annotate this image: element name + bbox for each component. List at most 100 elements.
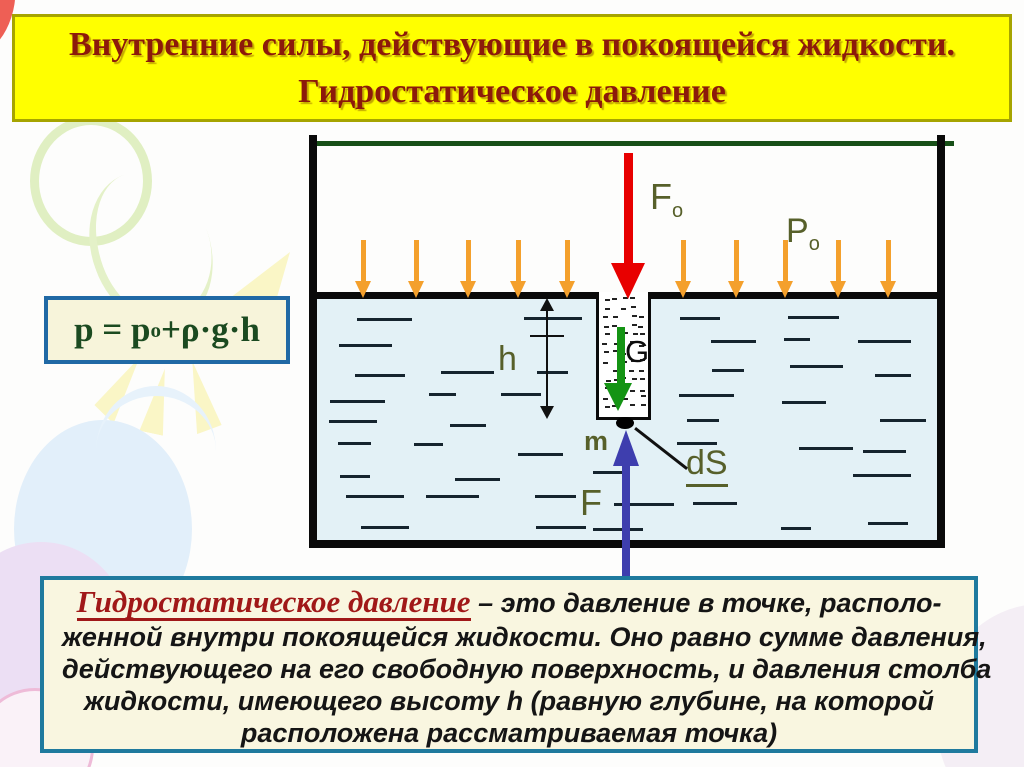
area-ds-label: dS: [686, 444, 728, 487]
liquid-dash: [614, 503, 674, 507]
liquid-dash: [680, 316, 720, 320]
pressure-arrow: [565, 240, 570, 282]
tank-top-edge: [310, 141, 954, 146]
stipple-dash: [639, 389, 645, 392]
pressure-arrow: [836, 240, 841, 282]
stipple-dash: [639, 378, 645, 381]
pressure-arrowhead-icon: [510, 281, 526, 298]
liquid-dash: [853, 473, 911, 477]
stipple-dash: [613, 369, 619, 372]
liquid-dash: [686, 419, 719, 422]
liquid-dash: [440, 371, 494, 375]
stipple-dash: [629, 369, 635, 372]
liquid-dash: [360, 526, 410, 530]
pressure-p0-label: Po: [786, 212, 820, 255]
pressure-arrow: [886, 240, 891, 282]
liquid-dash: [782, 400, 826, 404]
stipple-dash: [641, 404, 646, 407]
stipple-dash: [622, 332, 628, 335]
stipple-dash: [605, 379, 611, 382]
stipple-dash: [613, 350, 619, 353]
weight-g-arrowhead-icon: [604, 383, 632, 411]
pressure-arrow: [414, 240, 419, 282]
stipple-dash: [611, 324, 617, 327]
stipple-dash: [603, 316, 609, 319]
stipple-dash: [629, 404, 635, 407]
liquid-dash: [789, 365, 843, 369]
liquid-dash: [593, 528, 643, 532]
definition-line-5: расположена рассматриваемая точка): [240, 718, 778, 748]
pressure-arrowhead-icon: [355, 281, 371, 298]
liquid-dash: [875, 374, 911, 378]
liquid-dash: [534, 495, 576, 499]
stipple-dash: [604, 308, 610, 311]
liquid-dash: [787, 316, 840, 320]
liquid-dash: [863, 450, 907, 454]
title-banner: Внутренние силы, действующие в покоящейс…: [12, 14, 1012, 122]
liquid-dash: [677, 441, 717, 445]
definition-line-3: действующего на его свободную поверхност…: [62, 654, 992, 684]
definition-line-2: женной внутри покоящейся жидкости. Оно р…: [62, 622, 987, 652]
stipple-dash: [632, 314, 638, 317]
pressure-arrow: [681, 240, 686, 282]
formula-lhs: p = p: [74, 310, 151, 349]
liquid-dash: [799, 447, 854, 451]
depth-label: h: [498, 340, 517, 378]
force-f-arrowhead-icon: [613, 430, 639, 466]
title-line-2: Гидростатическое давление: [298, 73, 726, 110]
stipple-dash: [631, 306, 637, 309]
liquid-dash: [426, 495, 480, 499]
definition-line-4: жидкости, имеющего высоту h (равную глуб…: [84, 686, 934, 716]
liquid-dash: [337, 442, 372, 446]
pressure-arrowhead-icon: [559, 281, 575, 298]
stipple-dash: [631, 324, 637, 327]
stipple-dash: [629, 389, 635, 392]
liquid-dash: [711, 368, 744, 372]
definition-line-1-text: – это давление в точке, располо-: [478, 588, 942, 618]
pressure-arrow: [361, 240, 366, 282]
pressure-arrowhead-icon: [675, 281, 691, 298]
stipple-dash: [613, 343, 619, 346]
stipple-dash: [638, 344, 644, 347]
liquid-dash: [867, 522, 909, 526]
stipple-dash: [604, 325, 610, 328]
stipple-dash: [640, 333, 646, 336]
title-line-1: Внутренние силы, действующие в покоящейс…: [69, 26, 955, 63]
liquid-dash: [454, 477, 501, 481]
stipple-dash: [602, 361, 608, 364]
pressure-arrowhead-icon: [880, 281, 896, 298]
tank-left-wall: [309, 135, 317, 548]
measure-arrowhead-up-icon: [540, 298, 554, 311]
liquid-dash: [781, 526, 812, 530]
definition-term: Гидростатическое давление: [76, 584, 471, 621]
liquid-dash: [329, 400, 385, 404]
force-f0-arrowhead-icon: [611, 263, 645, 299]
tank-right-wall: [937, 135, 945, 548]
pressure-arrowhead-icon: [460, 281, 476, 298]
confetti-decoration: [230, 252, 290, 298]
pressure-arrowhead-icon: [777, 281, 793, 298]
liquid-dash: [518, 452, 564, 456]
stipple-dash: [613, 378, 619, 381]
force-f0-arrow: [624, 153, 633, 265]
liquid-dash: [328, 420, 377, 424]
pressure-arrow: [466, 240, 471, 282]
force-f-arrow: [622, 464, 630, 577]
stipple-dash: [639, 315, 645, 318]
formula-rhs: +ρ·g·h: [160, 310, 260, 349]
stipple-dash: [630, 359, 636, 362]
stipple-dash: [604, 351, 610, 354]
depth-measure-line: [546, 302, 548, 416]
liquid-dash: [710, 340, 757, 344]
liquid-dash: [784, 338, 811, 342]
liquid-dash: [355, 374, 406, 378]
stipple-dash: [632, 378, 638, 381]
liquid-dash: [523, 316, 582, 320]
pressure-arrow: [783, 240, 788, 282]
stipple-dash: [630, 341, 636, 344]
stipple-dash: [641, 395, 647, 398]
pressure-arrow: [516, 240, 521, 282]
stipple-dash: [640, 359, 646, 362]
liquid-dash: [428, 393, 456, 397]
